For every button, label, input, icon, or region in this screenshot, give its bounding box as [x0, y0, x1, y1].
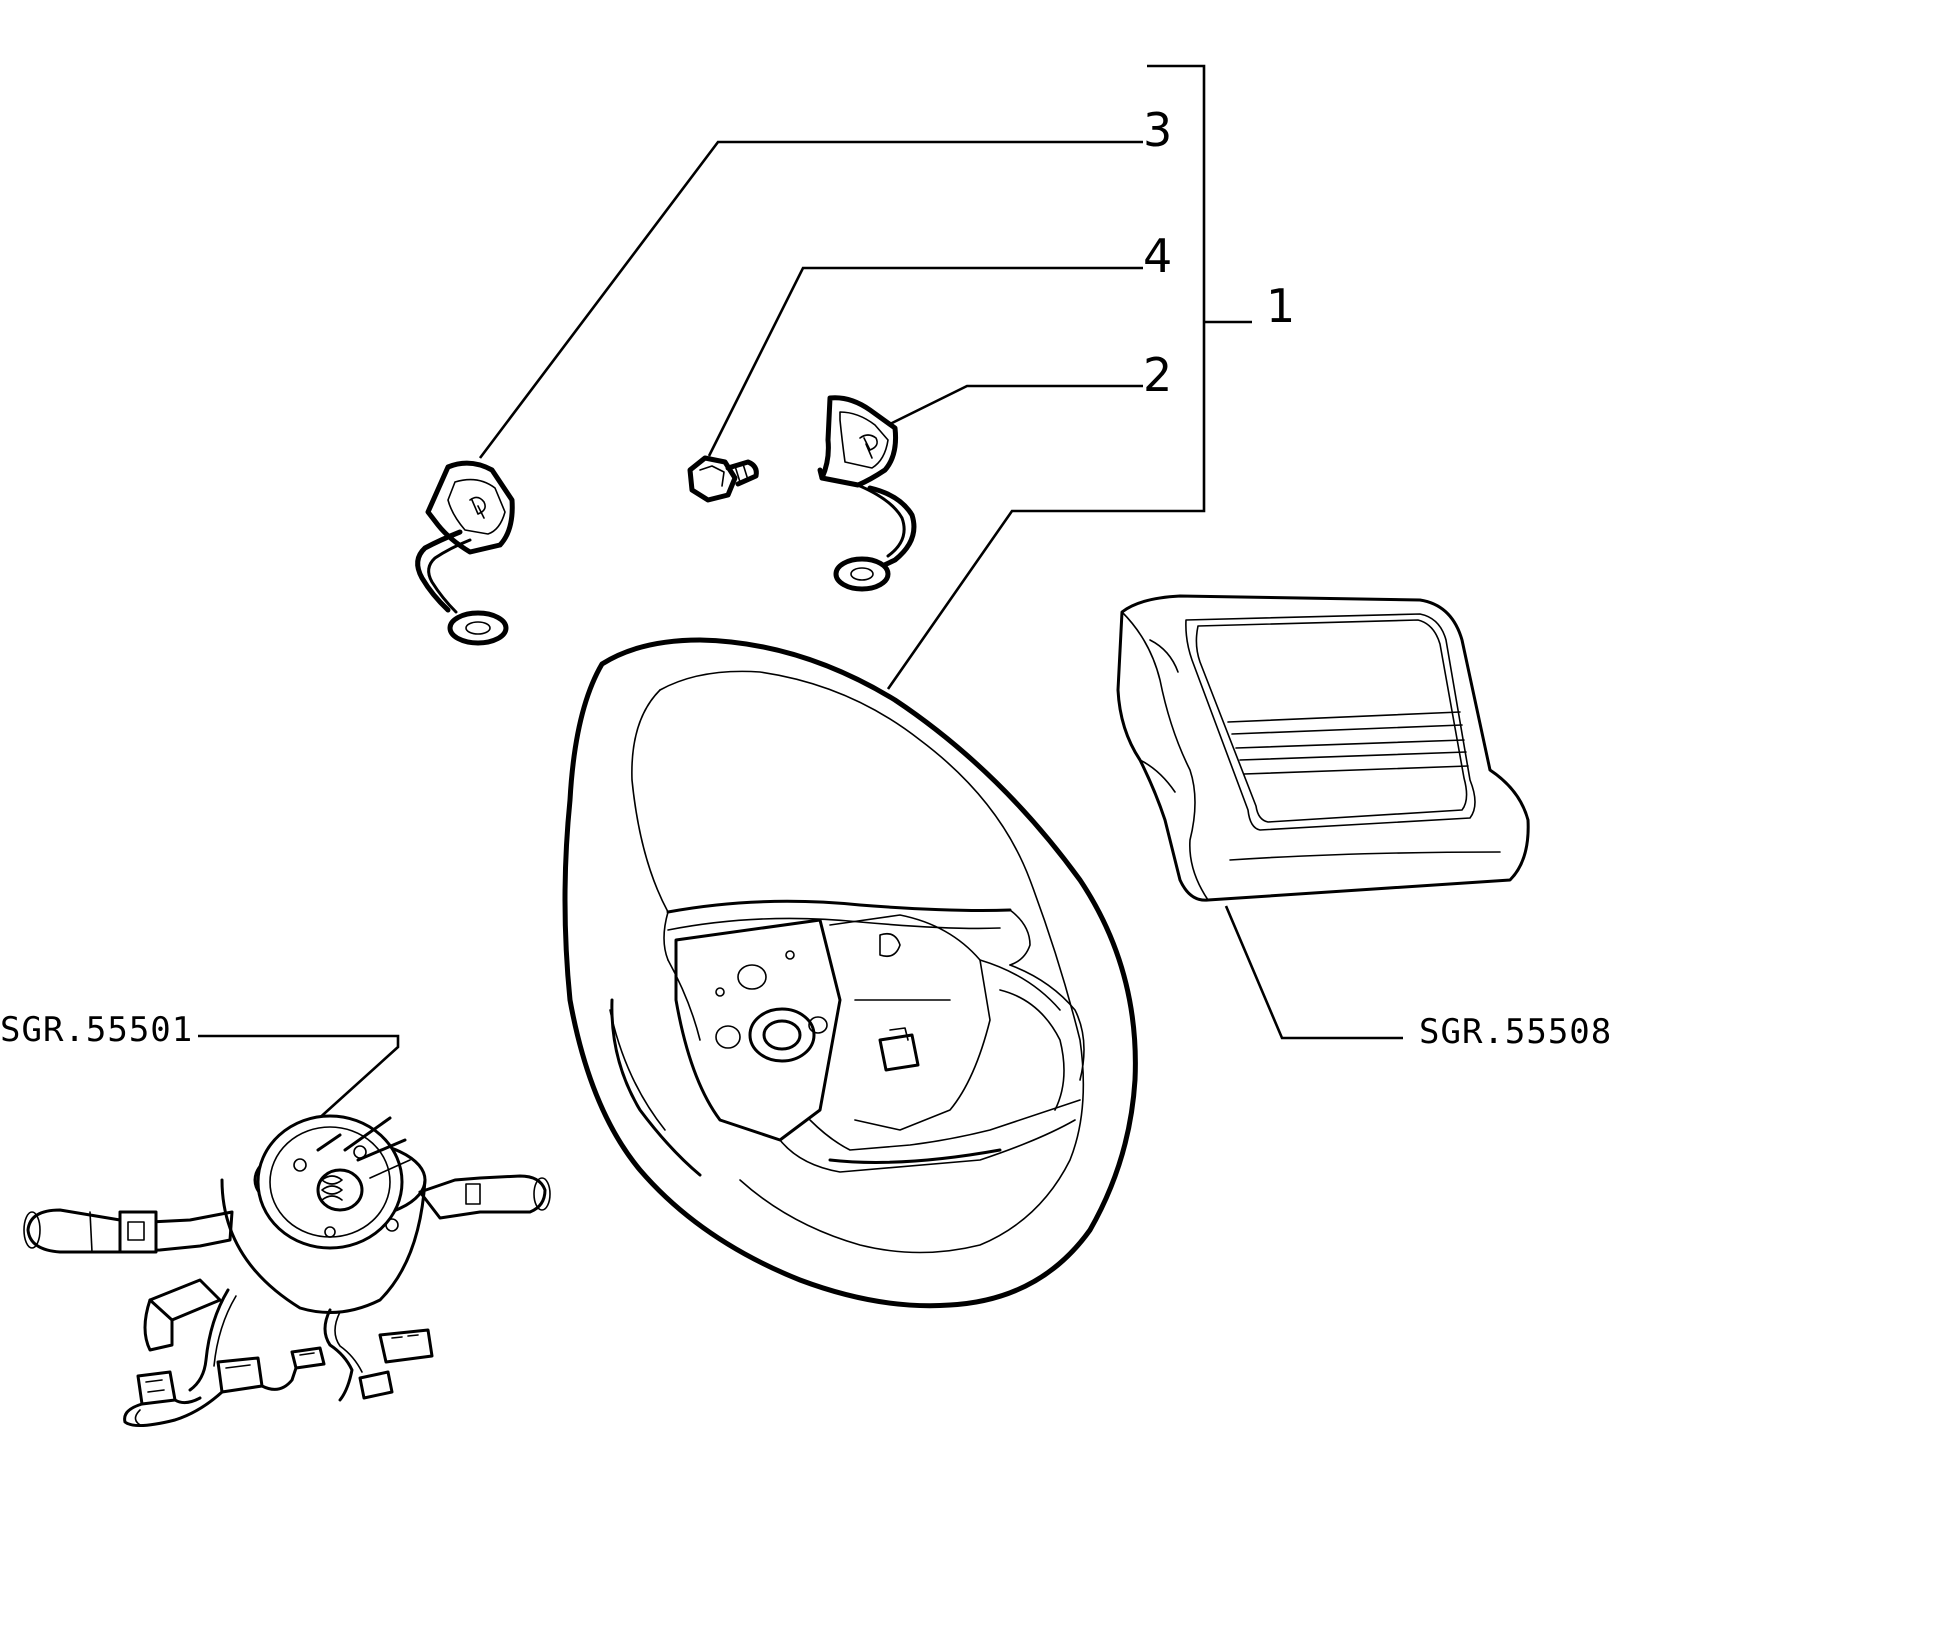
stalk-switch-icon: [23, 1114, 551, 1427]
horn-button-left-icon: [415, 460, 515, 646]
steering-wheel-icon: [562, 637, 1138, 1309]
callout-4: 4: [1143, 229, 1172, 283]
leader-lines: [198, 64, 1403, 1132]
horn-button-right-icon: [817, 395, 917, 592]
callout-3: 3: [1143, 103, 1172, 157]
callout-2: 2: [1143, 348, 1172, 402]
bolt-icon: [687, 455, 759, 503]
ref-sgr-55501: SGR.55501: [0, 1010, 193, 1050]
callout-1: 1: [1266, 279, 1295, 333]
callout-labels: 3 4 1 2 SGR.55501 SGR.55508: [0, 103, 1612, 1052]
ref-sgr-55508: SGR.55508: [1419, 1012, 1612, 1052]
airbag-pad-icon: [1116, 594, 1530, 902]
